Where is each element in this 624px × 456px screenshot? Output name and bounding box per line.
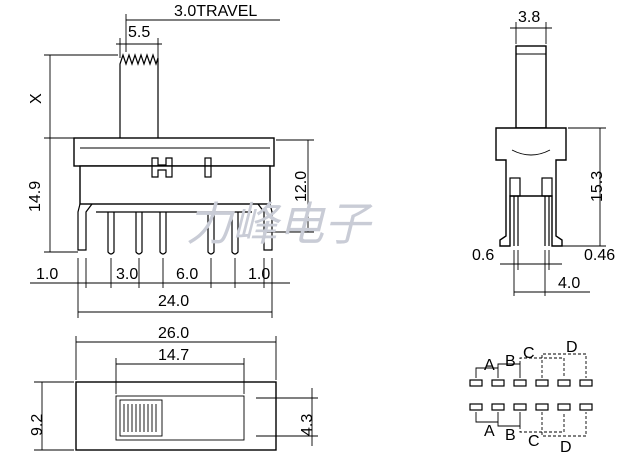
pin-thickness-dimension: 0.6 bbox=[472, 247, 494, 264]
pins bbox=[96, 211, 252, 255]
body-marking bbox=[151, 157, 212, 178]
mounting-leg-right bbox=[257, 203, 273, 251]
switch-housing-bottom bbox=[79, 165, 271, 205]
side-view: 3.8 15.3 0.6 0.46 4.0 bbox=[472, 9, 615, 296]
pin-label-top-c: C bbox=[523, 345, 535, 362]
pin-label-top-d: D bbox=[566, 339, 578, 356]
side-actuator bbox=[515, 45, 547, 129]
pin-offset-left-dimension: 1.0 bbox=[36, 266, 58, 283]
watermark: 力峰电子 bbox=[186, 197, 373, 251]
pin-offset-right-dimension: 1.0 bbox=[248, 266, 270, 283]
slider-ribs bbox=[123, 404, 157, 432]
overall-span-dimension: 24.0 bbox=[158, 293, 189, 310]
pin-label-bottom-a: A bbox=[484, 423, 495, 440]
pin-section-height-dimension: 12.0 bbox=[293, 171, 310, 202]
pin-label-top-a: A bbox=[484, 357, 495, 374]
slide-window bbox=[115, 395, 245, 441]
pin-layout: A B C D A B C D bbox=[469, 339, 593, 456]
side-housing bbox=[495, 127, 567, 247]
mounting-leg-left bbox=[77, 203, 93, 251]
actuator-travel-width-dimension: 4.3 bbox=[299, 414, 316, 436]
pin-pitch-b-dimension: 6.0 bbox=[176, 266, 198, 283]
switch-housing-top bbox=[73, 137, 275, 167]
pin-thickness-right-dimension: 0.46 bbox=[584, 247, 615, 264]
actuator bbox=[119, 53, 159, 138]
pin-label-top-b: B bbox=[505, 353, 516, 370]
body-height-dimension: 14.9 bbox=[27, 181, 44, 212]
actuator-width-dimension: 5.5 bbox=[128, 24, 150, 41]
top-view: 26.0 14.7 9.2 4.3 bbox=[29, 325, 318, 451]
travel-dimension: 3.0TRAVEL bbox=[174, 3, 257, 20]
pin-label-bottom-d: D bbox=[560, 439, 572, 456]
pin-label-bottom-b: B bbox=[505, 427, 516, 444]
slider-knob bbox=[119, 399, 163, 437]
total-height-dimension: 15.3 bbox=[589, 171, 606, 202]
body-width-dimension: 9.2 bbox=[29, 414, 46, 436]
front-view: 3.0TRAVEL 5.5 X 14.9 12.0 1.0 3.0 6.0 bbox=[27, 3, 314, 318]
pin-label-bottom-c: C bbox=[528, 433, 540, 450]
body-length-dimension: 26.0 bbox=[158, 325, 189, 342]
pin-pitch-a-dimension: 3.0 bbox=[116, 266, 138, 283]
top-housing bbox=[75, 381, 277, 451]
pin-row-spacing-dimension: 4.0 bbox=[558, 275, 580, 292]
actuator-height-dimension: X bbox=[28, 93, 45, 104]
side-actuator-width-dimension: 3.8 bbox=[518, 9, 540, 26]
window-length-dimension: 14.7 bbox=[158, 347, 189, 364]
